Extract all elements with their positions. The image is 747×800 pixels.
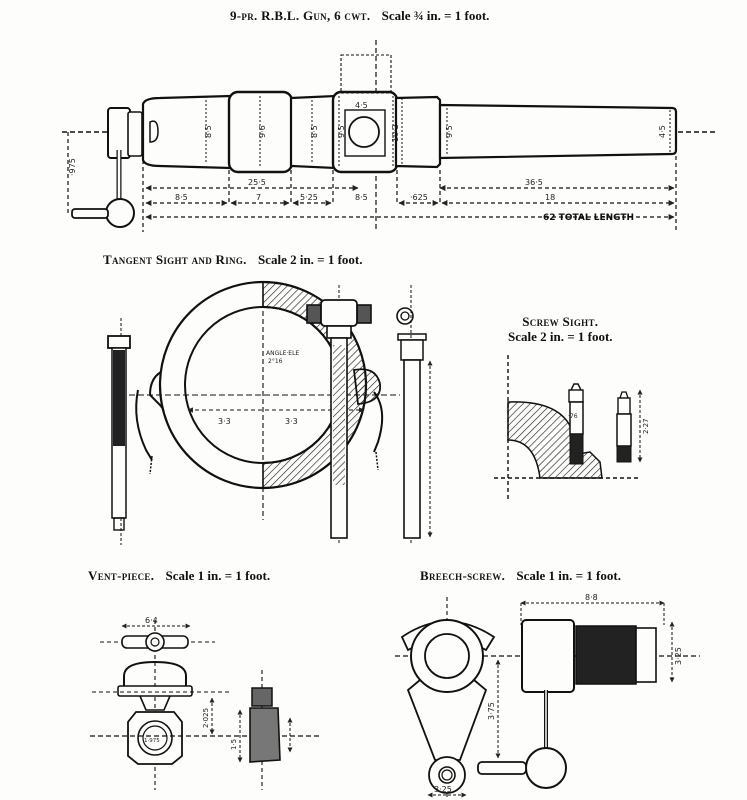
vent-piece-labels: 6·4 2·025 1·975 1·5 (144, 616, 238, 750)
gun-dimension-labels: ·975 8·5 9·6 8·5 9·5 10·2 9·5 4·5 4·5 25… (68, 101, 667, 223)
dim-seg-b: 7 (256, 193, 261, 202)
dim-seg-d: 25·5 (248, 178, 266, 187)
barrel-breech-section (141, 94, 232, 170)
gun-caption: 9-pr. R.B.L. Gun, 6 cwt. Scale ¾ in. = 1… (230, 8, 489, 24)
dim-seg-g: 18 (545, 193, 555, 202)
dim-seg-f: 36·5 (525, 178, 543, 187)
screw-sight-thread (569, 433, 584, 465)
tangent-sight-caption: Tangent Sight and Ring. Scale 2 in. = 1 … (103, 252, 363, 268)
dim-d5: 10·2 (391, 124, 400, 142)
dim-seg-h: ·625 (410, 193, 428, 202)
screw-sight-labels: ·76 2·27 (568, 413, 650, 434)
vent-piece-scale: Scale 1 in. = 1 foot. (165, 568, 271, 583)
dim-breech-length: 8·8 (585, 593, 598, 602)
vent-piece-title: Vent-piece. (88, 568, 155, 583)
dim-seg-c: 5·25 (300, 193, 318, 202)
dim-left-radius: 3·3 (218, 417, 231, 426)
vent-piece-body (249, 707, 281, 763)
trunnion (348, 116, 380, 148)
dim-breech-drop: ·975 (68, 158, 77, 176)
dim-right-radius: 3·3 (285, 417, 298, 426)
screw-sight-housing (507, 401, 603, 479)
screw-sight-caption: Screw Sight. Scale 2 in. = 1 foot. (508, 314, 613, 344)
dim-muzzle: 4·5 (658, 125, 667, 138)
dim-d4: 9·5 (337, 125, 346, 138)
vent-piece-head (251, 687, 273, 707)
breech-screw-title: Breech-screw. (420, 568, 506, 583)
gun-drawing (62, 40, 715, 232)
screw-sight-scale: Scale 2 in. = 1 foot. (508, 329, 613, 344)
dim-seg-a: 8·5 (175, 193, 188, 202)
breech-lever-ball (105, 198, 135, 228)
dim-d1: 8·5 (204, 125, 213, 138)
dim-screw-dia: ·76 (568, 413, 578, 420)
dim-trunnion: 4·5 (355, 101, 368, 110)
dim-d6: 9·5 (445, 125, 454, 138)
breech-screw-drawing (395, 597, 700, 800)
dim-d3: 8·5 (310, 125, 319, 138)
vent-piece-handle (123, 660, 187, 692)
breech-screw-scale: Scale 1 in. = 1 foot. (516, 568, 621, 583)
breech-screw-caption: Breech-screw. Scale 1 in. = 1 foot. (420, 568, 621, 584)
tangent-sight-scale: Scale 2 in. = 1 foot. (257, 252, 363, 267)
vent-piece-drawing (90, 620, 320, 790)
tangent-sight-title: Tangent Sight and Ring. (103, 252, 247, 267)
screw-sight-title: Screw Sight. (522, 314, 599, 329)
dim-vent-height: 2·025 (202, 708, 210, 728)
breech-screw-threads (575, 625, 637, 685)
gun-scale: Scale ¾ in. = 1 foot. (381, 8, 490, 23)
dim-angle-label: ANGLE·ELE (266, 350, 299, 357)
breech-screw-body (521, 619, 575, 693)
dim-screw-length: 2·27 (642, 418, 650, 434)
breech-screw-ball (525, 747, 567, 789)
dim-d2: 9·6 (258, 125, 267, 138)
tangent-sight-labels: 3·3 3·3 ANGLE·ELE 2°16 (218, 350, 299, 426)
dim-seg-e: 8·5 (355, 193, 368, 202)
breech-lever-handle (71, 208, 109, 219)
dim-breech-dia: 3·25 (674, 647, 683, 665)
scale-graduations (113, 350, 125, 446)
dim-breech-eye: 3·25 (434, 785, 452, 794)
dim-vent-side: 1·5 (230, 739, 238, 750)
dim-angle-value: 2°16 (268, 358, 283, 365)
dim-total-length: 62 TOTAL LENGTH (543, 213, 634, 223)
dim-vent-dia: 1·975 (144, 738, 160, 744)
breech-screw-labels: 8·8 3·25 3·75 3·25 (434, 593, 683, 794)
vent-piece-caption: Vent-piece. Scale 1 in. = 1 foot. (88, 568, 270, 584)
tangent-sight-drawing (107, 280, 433, 545)
dim-breech-lever: 3·75 (487, 702, 496, 720)
screw-sight-drawing (494, 355, 643, 500)
gun-title: 9-pr. R.B.L. Gun, 6 cwt. (230, 8, 371, 23)
dim-vent-width: 6·4 (145, 616, 158, 625)
barrel-chase (438, 103, 678, 160)
